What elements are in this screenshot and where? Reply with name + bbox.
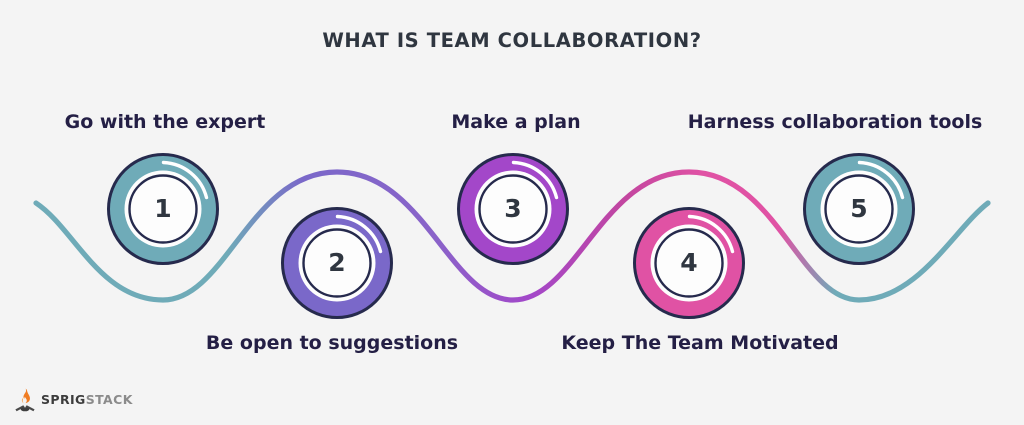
step-label-5: Harness collaboration tools	[687, 111, 983, 133]
step-number: 3	[504, 194, 522, 223]
step-label-3: Make a plan	[451, 111, 581, 133]
sprigstack-logo[interactable]: SPRIGSTACK	[14, 388, 133, 412]
step-label-2: Be open to suggestions	[205, 332, 459, 354]
step-node-4[interactable]: 4	[632, 206, 746, 320]
step-number: 5	[850, 194, 868, 223]
step-node-1[interactable]: 1	[106, 152, 220, 266]
campfire-icon	[15, 388, 35, 412]
logo-wordmark: SPRIGSTACK	[41, 391, 133, 407]
step-node-2[interactable]: 2	[280, 206, 394, 320]
step-node-5[interactable]: 5	[802, 152, 916, 266]
step-label-1: Go with the expert	[64, 111, 266, 133]
step-number: 2	[328, 248, 346, 277]
logo-name-secondary: STACK	[85, 391, 133, 407]
logo-name-primary: SPRIG	[41, 391, 86, 407]
step-number: 4	[680, 248, 698, 277]
step-label-4: Keep The Team Motivated	[561, 332, 839, 354]
step-number: 1	[154, 194, 172, 223]
page-title: WHAT IS TEAM COLLABORATION?	[322, 29, 702, 52]
step-node-3[interactable]: 3	[456, 152, 570, 266]
